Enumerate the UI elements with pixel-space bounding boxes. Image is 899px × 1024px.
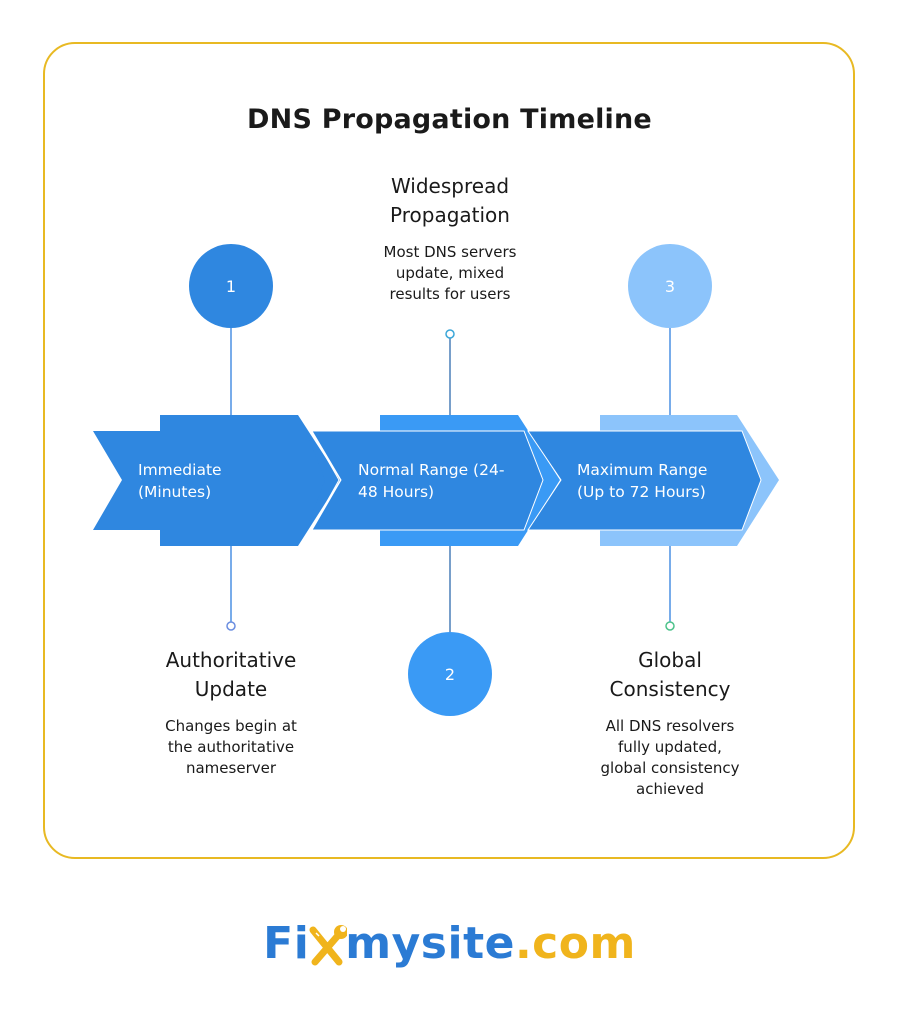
logo-text-com: .com — [514, 918, 636, 969]
stage-1-description-line: Changes begin at — [165, 717, 297, 735]
stage-3-heading-line: Consistency — [609, 677, 731, 701]
chevron-2-label: Normal Range (24- 48 Hours) — [358, 459, 504, 503]
stage-2-description-line: update, mixed — [395, 264, 505, 282]
stage-3-description-line: All DNS resolvers — [605, 717, 735, 735]
chevron-1-inner — [93, 431, 325, 530]
connector-dot-2 — [445, 329, 455, 339]
step-3-number: 3 — [664, 276, 676, 296]
chevron-3-label: Maximum Range (Up to 72 Hours) — [577, 459, 707, 503]
chevron-3-label-line: (Up to 72 Hours) — [577, 483, 706, 501]
stage-2-heading-line: Propagation — [390, 203, 510, 227]
step-2-circle: 2 — [408, 632, 492, 716]
stage-3-description-line: global consistency — [600, 759, 740, 777]
chevron-3-inner — [527, 430, 762, 531]
stage-2-heading-line: Widespread — [390, 174, 510, 198]
chevron-3-label-line: Maximum Range — [577, 461, 708, 479]
step-1-circle: 1 — [189, 244, 273, 328]
step-3-circle: 3 — [628, 244, 712, 328]
chevron-1-label: Immediate (Minutes) — [138, 459, 222, 503]
step-1-number: 1 — [225, 276, 237, 296]
stage-3-text: Global Consistency All DNS resolvers ful… — [560, 646, 780, 800]
stage-3-description: All DNS resolvers fully updated, global … — [560, 716, 780, 800]
stage-2-description: Most DNS servers update, mixed results f… — [350, 242, 550, 305]
stage-3-heading-line: Global — [638, 648, 702, 672]
stage-2-heading: Widespread Propagation — [350, 172, 550, 230]
chevron-2-label-line: 48 Hours) — [358, 483, 435, 501]
connector-dot-1 — [226, 621, 236, 631]
brand-logo: Fi mysite.com — [0, 918, 899, 969]
chevron-1-edge — [310, 430, 340, 531]
wrench-screwdriver-icon — [309, 925, 348, 966]
stage-3-description-line: fully updated, — [618, 738, 722, 756]
logo-text-mysite: mysite — [345, 918, 515, 969]
step-2-number: 2 — [444, 664, 456, 684]
stage-3-heading: Global Consistency — [560, 646, 780, 704]
stage-2-text: Widespread Propagation Most DNS servers … — [350, 172, 550, 305]
stage-2-description-line: Most DNS servers — [383, 243, 517, 261]
stage-1-heading-line: Authoritative — [165, 648, 297, 672]
logo-text-fi: Fi — [263, 918, 310, 969]
stage-1-text: Authoritative Update Changes begin at th… — [131, 646, 331, 779]
chevron-1-label-line: Immediate — [138, 461, 222, 479]
chevron-2-label-line: Normal Range (24- — [358, 461, 505, 479]
chevron-2-inner — [311, 430, 544, 531]
stage-1-description-line: the authoritative — [167, 738, 295, 756]
stage-1-description-line: nameserver — [185, 759, 277, 777]
stage-1-description: Changes begin at the authoritative names… — [131, 716, 331, 779]
stage-3-description-line: achieved — [636, 780, 704, 798]
chevron-1-label-line: (Minutes) — [138, 483, 212, 501]
stage-2-description-line: results for users — [389, 285, 511, 303]
stage-1-heading: Authoritative Update — [131, 646, 331, 704]
page-title: DNS Propagation Timeline — [247, 104, 652, 135]
stage-1-heading-line: Update — [194, 677, 268, 701]
connector-dot-3 — [665, 621, 675, 631]
